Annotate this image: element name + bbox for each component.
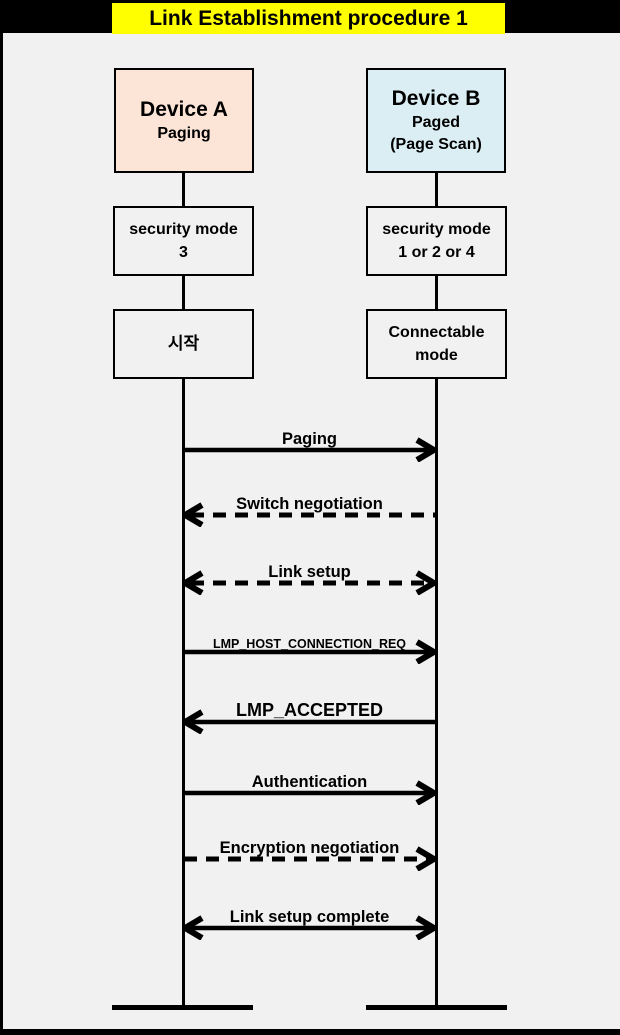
lifeline-device-a [182,172,185,1009]
left-border-band [0,0,3,1035]
dashed-arrow-right-icon [184,846,436,871]
security-mode-a-box: security mode 3 [113,206,254,276]
device-a-name: Device A [140,97,228,121]
message-label: Link setup complete [229,908,390,926]
connectable-mode-line2: mode [415,347,458,364]
message-label: Authentication [251,773,368,791]
endpoint-bar-device-a [112,1005,253,1010]
security-mode-b-line2: 1 or 2 or 4 [398,244,475,261]
message-label: Link setup [268,563,351,581]
dashed-arrow-both-icon [183,570,436,595]
solid-arrow-right-icon [184,780,436,805]
endpoint-bar-device-b [366,1005,507,1010]
message-arrow: Link setup [183,555,436,595]
message-arrow: Authentication [183,765,436,805]
device-a-role: Paging [157,124,211,142]
security-mode-a-line1: security mode [129,220,238,238]
message-label: Switch negotiation [236,495,383,513]
device-a-box: Device A Paging [114,68,254,173]
solid-arrow-right-icon [184,639,436,664]
message-arrow: Switch negotiation [183,487,436,527]
solid-arrow-left-icon [183,709,435,734]
security-mode-b-line1: security mode [382,220,491,238]
solid-arrow-both-icon [183,915,436,940]
message-label: LMP_ACCEPTED [235,700,383,720]
device-b-name: Device B [391,86,481,110]
lifeline-device-b [435,172,438,1009]
start-box-label: 시작 [167,333,200,353]
start-box: 시작 [113,309,254,379]
security-mode-a-line2: 3 [179,244,188,261]
message-arrow: Paging [183,422,436,462]
message-arrow: LMP_HOST_CONNECTION_REQ [183,624,436,664]
device-b-role: Paged [411,114,460,132]
security-mode-b-box: security mode 1 or 2 or 4 [366,206,507,276]
device-b-box: Device B Paged (Page Scan) [366,68,506,173]
message-label: LMP_HOST_CONNECTION_REQ [212,637,407,651]
connectable-mode-box: Connectable mode [366,309,507,379]
device-b-role2: (Page Scan) [390,135,482,153]
dashed-arrow-left-icon [183,502,435,527]
message-arrow: Encryption negotiation [183,831,436,871]
connectable-mode-line1: Connectable [388,323,485,341]
message-label: Paging [281,430,337,448]
solid-arrow-right-icon [184,437,436,462]
message-arrow: LMP_ACCEPTED [183,694,436,734]
message-label: Encryption negotiation [219,839,400,857]
message-arrow: Link setup complete [183,900,436,940]
page-title: Link Establishment procedure 1 [112,3,505,34]
bottom-border-band [0,1029,620,1035]
